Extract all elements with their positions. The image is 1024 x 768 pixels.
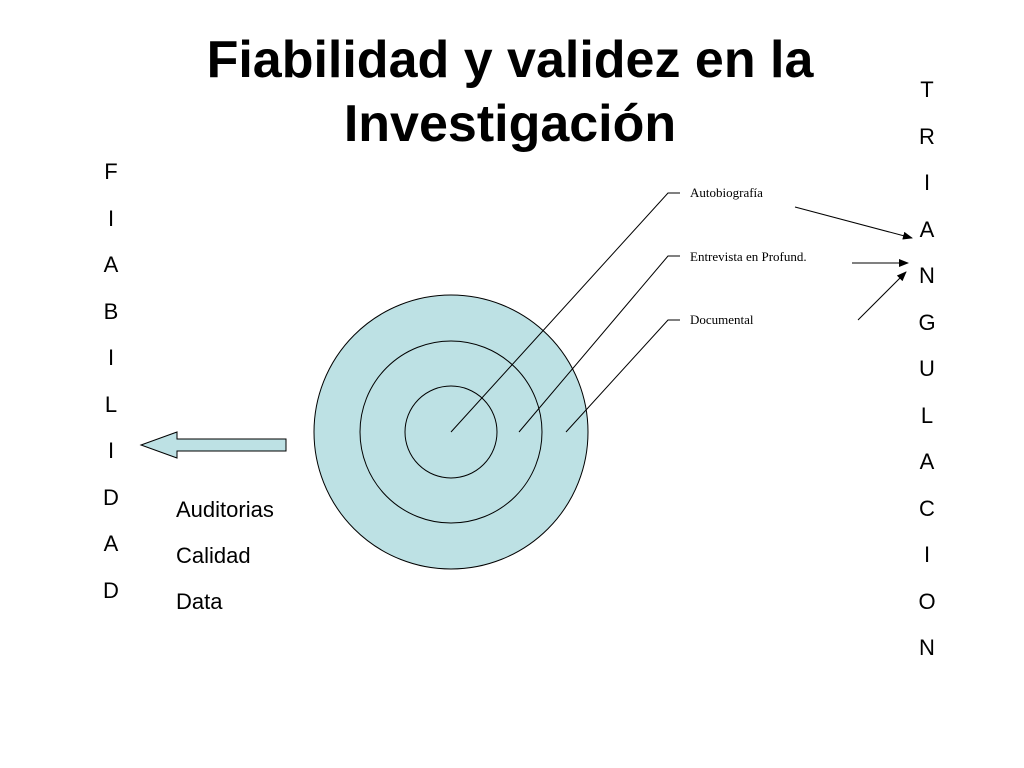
fiabilidad-letter: D <box>103 484 119 510</box>
reliability-item: Auditorias <box>176 497 274 522</box>
inner-circle <box>404 385 498 479</box>
triangulacion-letter: I <box>923 170 931 195</box>
triangulacion-letter: O <box>918 588 936 614</box>
triangulacion-letter: N <box>919 635 935 660</box>
triangulacion-letter: T <box>920 77 934 102</box>
label-documental: Documental <box>690 312 754 327</box>
arrow-documental-to-triangulacion <box>857 271 907 321</box>
reliability-item: Data <box>176 589 223 614</box>
middle-circle <box>359 340 543 524</box>
triangulacion-letter: A <box>919 449 935 474</box>
fiabilidad-letter: I <box>107 345 115 370</box>
reliability-item: Calidad <box>176 543 251 568</box>
left-block-arrow <box>139 431 287 459</box>
fiabilidad-letter: F <box>104 159 118 184</box>
triangulacion-letter: G <box>918 309 936 335</box>
arrow-autobiografia-to-triangulacion <box>794 206 913 240</box>
label-entrevista: Entrevista en Profund. <box>690 249 807 264</box>
triangulacion-letter: R <box>919 123 935 149</box>
fiabilidad-vertical-word: F I A B I L I D A D <box>99 160 123 625</box>
triangulacion-letter: L <box>920 402 934 428</box>
leader-line-entrevista <box>518 255 680 433</box>
triangulacion-letter: U <box>919 356 935 381</box>
triangulacion-letter: N <box>919 263 935 288</box>
triangulacion-letter: I <box>923 542 931 567</box>
leader-line-autobiografia <box>450 192 680 433</box>
title-line-2: Investigación <box>343 95 677 153</box>
fiabilidad-letter: A <box>103 531 119 556</box>
triangulacion-letter: C <box>919 495 935 521</box>
fiabilidad-letter: I <box>107 205 115 231</box>
fiabilidad-letter: D <box>103 577 119 603</box>
label-autobiografia: Autobiografía <box>690 185 763 200</box>
triangulacion-letter: A <box>919 216 935 242</box>
fiabilidad-letter: A <box>103 252 119 277</box>
fiabilidad-letter: I <box>107 438 115 463</box>
reliability-items-list: Auditorias Calidad Data <box>176 496 274 634</box>
leader-line-documental <box>565 319 680 433</box>
slide-title: Fiabilidad y validez en la Investigación <box>90 28 930 156</box>
triangulacion-vertical-word: T R I A N G U L A C I O N <box>915 78 939 683</box>
title-line-1: Fiabilidad y validez en la <box>206 31 814 89</box>
fiabilidad-letter: B <box>103 298 119 324</box>
fiabilidad-letter: L <box>104 391 118 417</box>
